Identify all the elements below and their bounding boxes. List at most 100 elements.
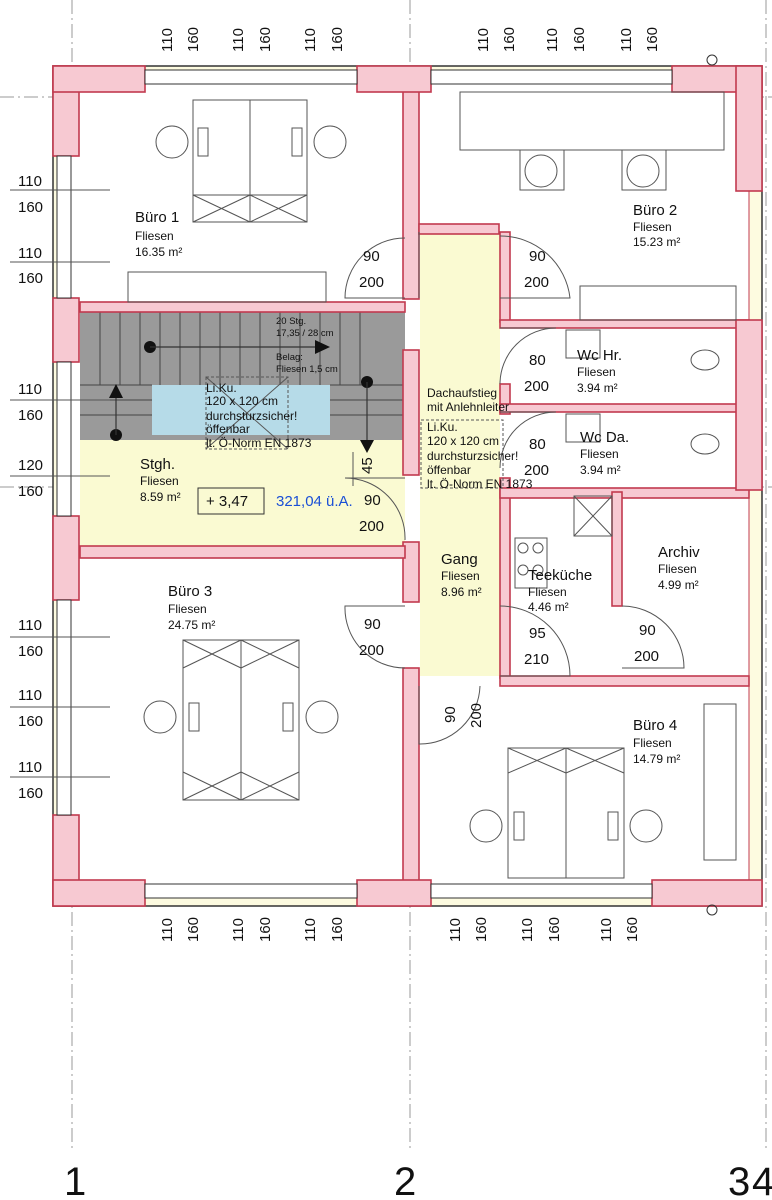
room-area: 24.75 m² <box>168 618 215 632</box>
room-floor: Fliesen <box>633 736 672 750</box>
wall <box>499 319 750 329</box>
dim-45: 45 <box>359 457 376 474</box>
room-floor: Fliesen <box>577 365 616 379</box>
dim-label: 110 <box>475 28 492 52</box>
pillar <box>651 879 763 907</box>
wall <box>499 675 750 687</box>
note-line: 120 x 120 cm <box>206 394 278 408</box>
note-line: lt. Ö-Norm EN 1873 <box>427 477 533 491</box>
dim-label: 110 <box>618 28 635 52</box>
room-wc-da: Wc Da. Fliesen 3.94 m² <box>580 429 629 477</box>
room-gang: Gang Fliesen 8.96 m² <box>441 551 482 599</box>
room-floor: Fliesen <box>658 562 697 576</box>
grid-axis-label: 4 <box>752 1160 772 1200</box>
room-area: 4.46 m² <box>528 600 569 614</box>
room-name: Archiv <box>658 544 700 561</box>
dim-label: 110 <box>18 245 42 262</box>
room-area: 16.35 m² <box>135 245 182 259</box>
room-name: Büro 1 <box>135 209 179 226</box>
wall <box>499 231 511 323</box>
door-width: 90 <box>529 248 546 265</box>
level-label: + 3,47 <box>206 493 248 510</box>
bottom-dims-right: 110 160 110 160 110 160 <box>447 917 641 942</box>
room-name: Teeküche <box>528 567 592 584</box>
pillar <box>735 65 763 192</box>
wall <box>611 491 623 607</box>
dim-label: 110 <box>447 918 464 942</box>
room-buero-1: Büro 1 Fliesen 16.35 m² <box>135 209 182 259</box>
room-name: Büro 2 <box>633 202 677 219</box>
pillar <box>52 879 146 907</box>
pillar <box>356 879 432 907</box>
note-line: Li.Ku. <box>427 420 458 434</box>
room-floor: Fliesen <box>580 447 619 461</box>
pillar <box>52 65 146 93</box>
door-height: 200 <box>359 642 384 659</box>
stair-steps: 20 Stg. <box>276 316 306 327</box>
left-dims: 110 160 110 160 110 160 120 160 110 160 … <box>18 173 43 802</box>
wall <box>402 349 420 476</box>
room-area: 8.96 m² <box>441 585 482 599</box>
grid-axis-label: 3 <box>728 1160 750 1200</box>
stair-belag: Belag: <box>276 352 303 363</box>
door-height: 200 <box>634 648 659 665</box>
dim-label: 160 <box>18 483 43 500</box>
dim-label: 160 <box>644 27 661 52</box>
door-width: 90 <box>364 616 381 633</box>
room-floor: Fliesen <box>528 585 567 599</box>
pillar <box>52 515 80 601</box>
dachaufstieg-note: Dachaufstieg mit Anlehnleiter <box>427 386 509 414</box>
note-line: durchsturzsicher! <box>427 449 518 463</box>
skylight-opening <box>152 385 330 435</box>
dim-label: 110 <box>18 687 42 704</box>
room-floor: Fliesen <box>135 229 174 243</box>
note-line: öffenbar <box>427 463 471 477</box>
note-line: 120 x 120 cm <box>427 434 499 448</box>
door-width: 80 <box>529 436 546 453</box>
dim-label: 160 <box>257 27 274 52</box>
room-name: Büro 3 <box>168 583 212 600</box>
wall <box>79 545 406 559</box>
dim-label: 110 <box>230 918 247 942</box>
room-area: 3.94 m² <box>580 463 621 477</box>
room-wc-hr: Wc Hr. Fliesen 3.94 m² <box>577 347 622 395</box>
dim-label: 160 <box>18 407 43 424</box>
room-buero-4: Büro 4 Fliesen 14.79 m² <box>633 717 680 766</box>
dim-label: 160 <box>185 27 202 52</box>
dim-label: 160 <box>18 270 43 287</box>
bottom-dims-left: 110 160 110 160 110 160 <box>159 917 346 942</box>
note-line: Dachaufstieg <box>427 386 497 400</box>
room-stgh: Stgh. Fliesen 8.59 m² <box>140 456 181 504</box>
room-name: Büro 4 <box>633 717 677 734</box>
door-height: 200 <box>468 703 485 728</box>
room-name: Stgh. <box>140 456 175 473</box>
room-area: 14.79 m² <box>633 752 680 766</box>
wall <box>499 383 511 415</box>
room-archiv: Archiv Fliesen 4.99 m² <box>658 544 700 592</box>
door-width: 90 <box>364 492 381 509</box>
dim-label: 160 <box>185 917 202 942</box>
dim-label: 160 <box>257 917 274 942</box>
dim-label: 110 <box>544 28 561 52</box>
pillar <box>735 319 763 491</box>
wall <box>402 667 420 894</box>
dim-label: 160 <box>571 27 588 52</box>
dim-label: 160 <box>546 917 563 942</box>
wall <box>418 223 500 235</box>
dim-label: 160 <box>329 27 346 52</box>
door-width: 90 <box>442 706 459 723</box>
note-line: mit Anlehnleiter <box>427 400 509 414</box>
door-height: 200 <box>524 378 549 395</box>
level-box <box>197 487 265 515</box>
door-height: 200 <box>524 274 549 291</box>
wall <box>402 78 420 300</box>
wall <box>499 477 511 679</box>
skylight-note-2: Li.Ku. 120 x 120 cm durchsturzsicher! öf… <box>427 420 533 491</box>
room-area: 4.99 m² <box>658 578 699 592</box>
top-dims-left: 110 160 110 160 110 160 <box>159 27 346 52</box>
room-floor: Fliesen <box>441 569 480 583</box>
wall <box>499 487 750 499</box>
skylight-box <box>205 376 289 450</box>
top-dims-right: 110 160 110 160 110 160 <box>475 27 661 52</box>
